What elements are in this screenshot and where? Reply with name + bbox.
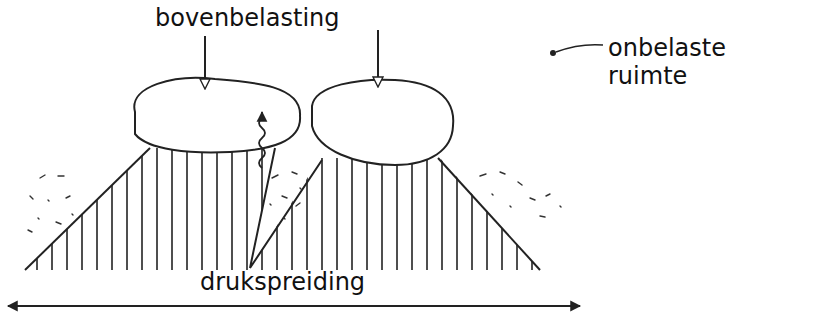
load-arrow <box>204 36 206 88</box>
cone-edge <box>25 148 150 270</box>
load-arrow <box>377 30 379 86</box>
leader-dot <box>550 50 556 56</box>
pressure-hatch <box>25 148 540 270</box>
stone-shape <box>134 78 300 153</box>
load-label: bovenbelasting <box>155 4 375 32</box>
unloaded-dots <box>28 172 561 232</box>
space-label: onbelaste ruimte <box>608 34 758 90</box>
cone-edge <box>438 158 540 270</box>
stone-shape <box>312 80 453 165</box>
spread-label: drukspreiding <box>200 268 430 296</box>
leader-line <box>556 45 603 52</box>
dimension-arrow <box>8 305 580 307</box>
wavy-arrow <box>259 112 265 168</box>
